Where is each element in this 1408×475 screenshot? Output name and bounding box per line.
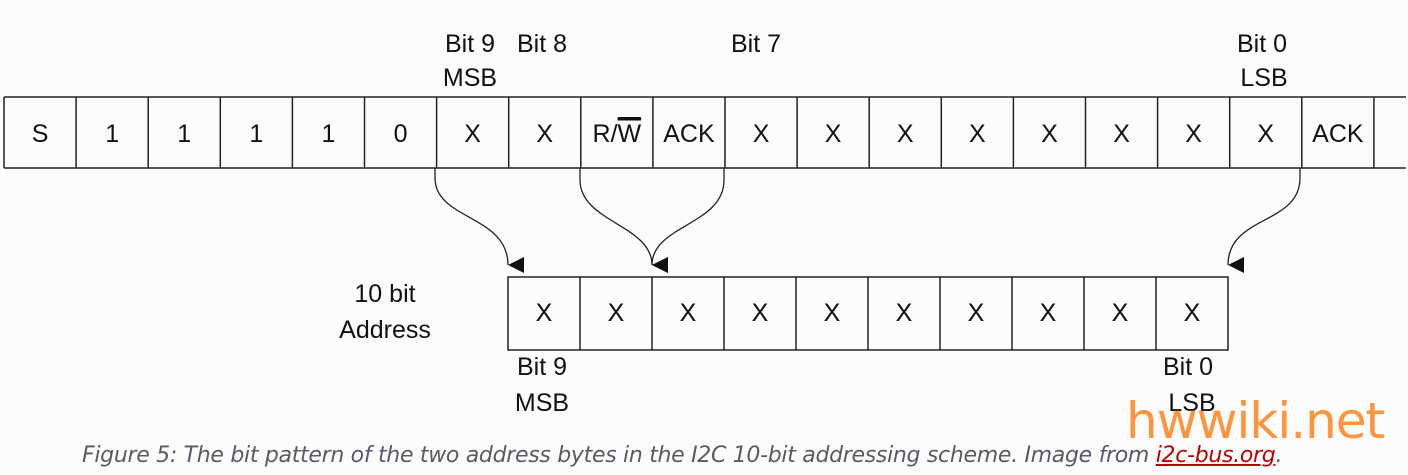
bottom-cell-4: X xyxy=(824,299,841,327)
bottom-cell-7: X xyxy=(1040,299,1057,327)
source-link[interactable]: i2c-bus.org xyxy=(1155,443,1276,468)
first-address-byte-row: S 1 1 1 1 0 X X R/W ACK X X X X X X X X ACK xyxy=(3,96,1406,169)
bottom-cell-9: X xyxy=(1184,299,1201,327)
top-cell-1: 1 xyxy=(105,120,119,148)
label-top-msb: MSB xyxy=(443,64,497,92)
rw-write-overline: W xyxy=(618,120,642,148)
caption-suffix: . xyxy=(1275,443,1283,468)
top-cell-12: X xyxy=(897,120,914,148)
bottom-cell-3: X xyxy=(752,299,769,327)
arrow-bit8-to-address xyxy=(579,168,669,273)
top-cell-10: X xyxy=(753,120,770,148)
top-cell-11: X xyxy=(825,120,842,148)
top-cell-18: ACK xyxy=(1312,120,1364,148)
bottom-cell-5: X xyxy=(896,299,913,327)
arrow-bit9-to-address-msb xyxy=(434,168,525,273)
bottom-cell-6: X xyxy=(968,299,985,327)
top-cell-0: S xyxy=(32,120,49,148)
label-top-bit0: Bit 0 xyxy=(1237,30,1287,58)
top-cell-9: ACK xyxy=(663,120,715,148)
top-cell-6: X xyxy=(464,120,481,148)
label-bottom-lsb: LSB xyxy=(1168,389,1215,417)
top-cell-16: X xyxy=(1185,120,1202,148)
watermark: hwwiki.net xyxy=(1126,392,1385,450)
top-cell-3: 1 xyxy=(249,120,263,148)
label-bottom-bit9: Bit 9 xyxy=(517,353,567,381)
connector-arrows xyxy=(434,168,1301,274)
bottom-cell-0: X xyxy=(536,299,553,327)
top-cell-4: 1 xyxy=(321,120,335,148)
bottom-cell-8: X xyxy=(1112,299,1129,327)
address-title-line2: Address xyxy=(339,316,431,344)
arrow-bit0-to-address-lsb xyxy=(1227,168,1301,274)
label-top-bit9: Bit 9 xyxy=(445,30,495,58)
top-cell-7: X xyxy=(536,120,553,148)
top-cell-2: 1 xyxy=(177,120,191,148)
top-cell-14: X xyxy=(1041,120,1058,148)
top-cell-17: X xyxy=(1257,120,1274,148)
top-cell-5: 0 xyxy=(394,120,408,148)
label-bottom-bit0: Bit 0 xyxy=(1163,353,1213,381)
bottom-cell-1: X xyxy=(608,299,625,327)
label-top-bit8: Bit 8 xyxy=(517,30,567,58)
top-cell-15: X xyxy=(1113,120,1130,148)
label-top-bit7: Bit 7 xyxy=(731,30,781,58)
address-title-line1: 10 bit xyxy=(354,280,415,308)
top-cell-13: X xyxy=(969,120,986,148)
label-top-lsb: LSB xyxy=(1240,64,1287,92)
arrow-bit7-to-address xyxy=(651,168,725,274)
top-cell-8: R/W xyxy=(593,120,642,148)
caption-text: Figure 5: The bit pattern of the two add… xyxy=(82,443,1156,468)
figure-caption: Figure 5: The bit pattern of the two add… xyxy=(82,443,1282,468)
bottom-cell-2: X xyxy=(680,299,697,327)
label-bottom-msb: MSB xyxy=(515,389,569,417)
